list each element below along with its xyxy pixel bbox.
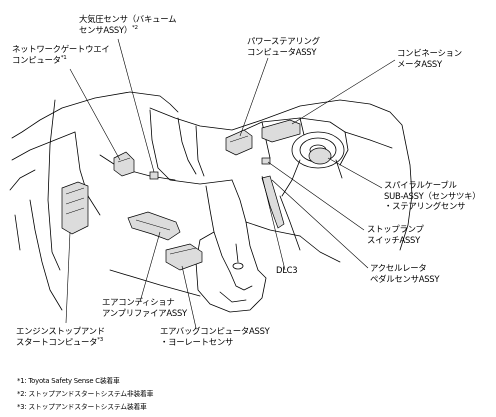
leader-stop-lamp bbox=[267, 161, 365, 231]
leader-gateway bbox=[69, 68, 121, 161]
label-engine-stop-start: エンジンストップアンド スタートコンピュータ*3 bbox=[16, 326, 105, 347]
airbag-computer-unit bbox=[165, 243, 203, 271]
power-steering-unit bbox=[225, 129, 253, 156]
accelerator-pedal-unit bbox=[261, 175, 285, 229]
leader-engine bbox=[65, 231, 71, 324]
leader-dlc3 bbox=[261, 175, 286, 271]
leader-airbag bbox=[181, 265, 197, 329]
label-aircon-amplifier: エアコンディショナ アンプリファイアASSY bbox=[102, 297, 187, 318]
label-power-steering: パワーステアリング コンピュータASSY bbox=[247, 36, 320, 57]
aircon-amplifier-unit bbox=[127, 211, 181, 241]
leader-power-steering bbox=[239, 57, 269, 137]
atmospheric-sensor-unit bbox=[149, 171, 159, 180]
label-spiral-cable: スパイラルケーブル SUB-ASSY（センサツキ） ・ステアリングセンサ bbox=[384, 180, 481, 212]
leader-aircon bbox=[139, 231, 161, 303]
footnote-3: *3: ストップアンドスタートシステム装着車 bbox=[17, 403, 147, 411]
label-accelerator-pedal: アクセルレータ ペダルセンサASSY bbox=[370, 263, 440, 284]
leader-accel bbox=[271, 179, 369, 269]
label-combination-meter: コンビネーション メータASSY bbox=[397, 48, 462, 69]
dashboard-outline bbox=[149, 99, 406, 141]
leader-atmos bbox=[117, 38, 155, 173]
footnote-2: *2: ストップアンドスタートシステム非装着車 bbox=[17, 390, 154, 398]
label-dlc3: DLC3 bbox=[276, 265, 298, 275]
label-airbag-computer: エアバッグコンピュータASSY ・ヨーレートセンサ bbox=[160, 326, 270, 347]
stop-lamp-switch-unit bbox=[261, 157, 271, 165]
label-stop-lamp-switch: ストップランプ スイッチASSY bbox=[367, 224, 424, 245]
body-outline bbox=[11, 91, 179, 139]
label-atmospheric-sensor: 大気圧センサ（バキューム センサASSY）*2 bbox=[79, 14, 177, 35]
network-gateway-unit bbox=[113, 151, 135, 177]
leader-spiral bbox=[327, 157, 383, 189]
label-network-gateway: ネットワークゲートウエイ コンピュータ*1 bbox=[12, 44, 110, 65]
footnote-1: *1: Toyota Safety Sense C装着車 bbox=[17, 377, 120, 385]
engine-stop-start-unit bbox=[61, 181, 89, 235]
leader-meter bbox=[291, 59, 396, 125]
spiral-cable-unit bbox=[308, 147, 332, 165]
combination-meter-unit bbox=[261, 119, 301, 143]
